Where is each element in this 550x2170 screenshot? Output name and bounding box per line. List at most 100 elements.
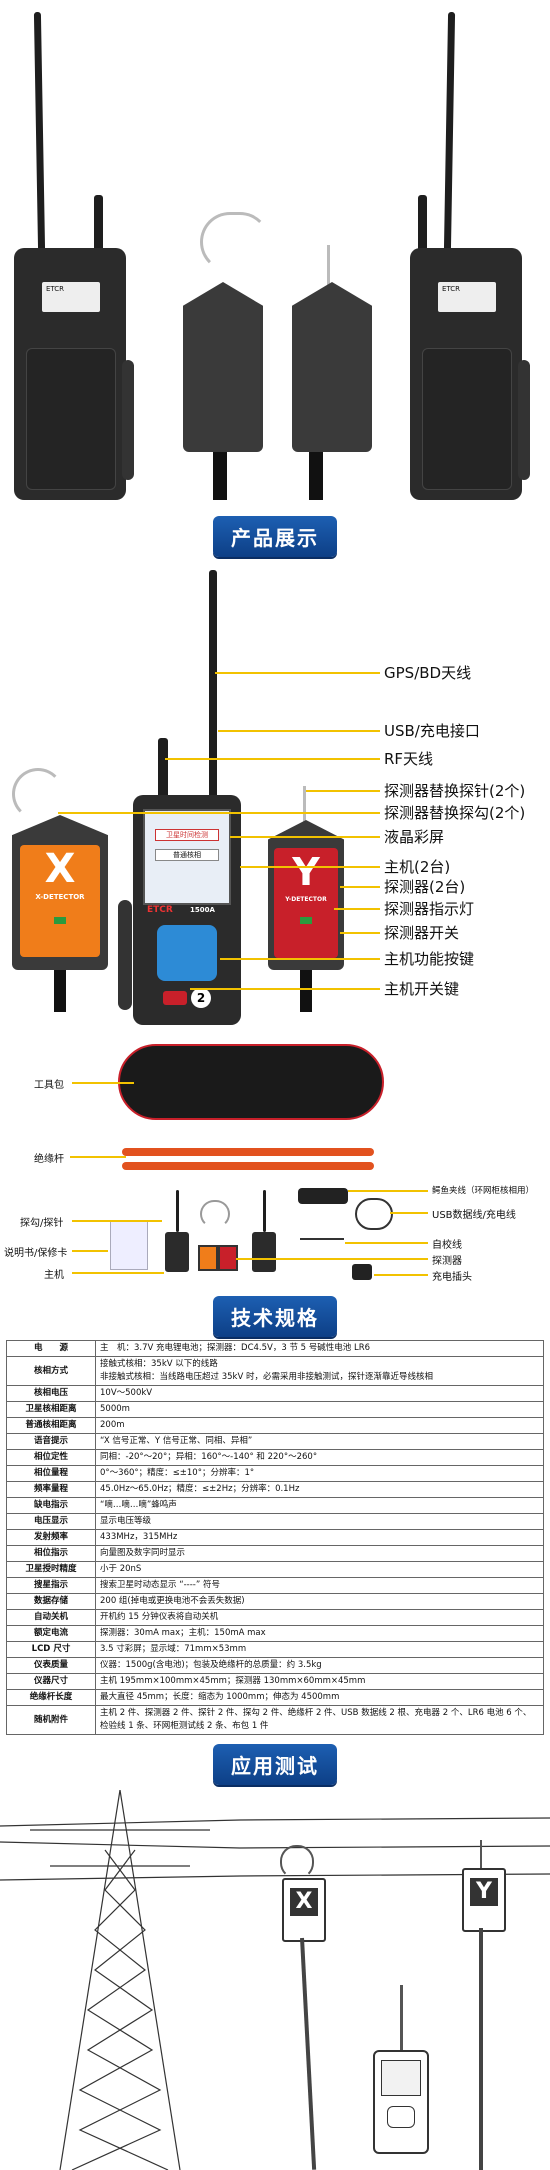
spec-value: 主机 2 件、探测器 2 件、探针 2 件、探勾 2 件、绝缘杆 2 件、USB… (95, 1705, 544, 1735)
insulating-rod (479, 1928, 483, 2170)
spec-value: 开机约 15 分钟仪表将自动关机 (95, 1609, 544, 1626)
leader-line (340, 886, 380, 888)
probe-back-needle (292, 282, 372, 452)
section-title-application: 应用测试 (213, 1744, 337, 1785)
rating-label: ETCR (438, 282, 496, 312)
insulating-rod (300, 1937, 317, 2170)
leader-line (190, 988, 380, 990)
manual-sheet (110, 1220, 148, 1270)
spec-key: 绝缘杆长度 (6, 1689, 96, 1706)
spec-row: 相位定性同相：-20°～20°；异相：160°～-140° 和 220°～260… (6, 1449, 544, 1466)
spec-key: 核相电压 (6, 1385, 96, 1402)
callout-detector: 探测器(2台) (384, 878, 466, 896)
host-device-back-right: ETCR (410, 248, 522, 500)
probe-handle (300, 970, 312, 1012)
usb-cable-icon (355, 1198, 393, 1230)
spec-row: 仪器尺寸主机 195mm×100mm×45mm；探测器 130mm×60mm×4… (6, 1673, 544, 1690)
needle-icon (303, 786, 306, 822)
spec-value: 200m (95, 1417, 544, 1434)
x-probe-face: X X-DETECTOR (20, 845, 100, 957)
callout-function-keys: 主机功能按键 (384, 950, 475, 968)
hook-icon (200, 1200, 230, 1228)
spec-key: 卫星授时精度 (6, 1561, 96, 1578)
spec-value: 同相：-20°～20°；异相：160°～-140° 和 220°～260° (95, 1449, 544, 1466)
wrist-strap (118, 900, 132, 1010)
y-probe: Y Y-DETECTOR (268, 820, 344, 970)
label-host: 主机 (44, 1270, 64, 1281)
spec-key: 语音提示 (6, 1433, 96, 1450)
lcd-screen (381, 2060, 421, 2096)
gps-antenna (263, 1190, 266, 1232)
label-clip: 鳄鱼夹线（环网柜核相用） (432, 1186, 535, 1196)
spec-row: 仪表质量仪器：1500g(含电池)；包装及绝缘杆的总质量：约 3.5kg (6, 1657, 544, 1674)
battery-cover (26, 348, 116, 490)
hook-icon (200, 212, 270, 272)
probe-handle (213, 452, 227, 500)
spec-row: 电压显示显示电压等级 (6, 1513, 544, 1530)
leader-line (334, 908, 380, 910)
spec-key: 搜星指示 (6, 1577, 96, 1594)
section-title-display: 产品展示 (213, 516, 337, 557)
label-hook: 探勾/探针 (20, 1218, 64, 1229)
y-probe-letter: Y (292, 850, 320, 894)
brand-text: ETCR (147, 905, 173, 915)
spec-row: 自动关机开机约 15 分钟仪表将自动关机 (6, 1609, 544, 1626)
host-device-back-left: ETCR (14, 248, 126, 500)
spec-key: 发射频率 (6, 1529, 96, 1546)
spec-row: 语音提示“X 信号正常、Y 信号正常、同相、异相” (6, 1433, 544, 1450)
x-probe: X X-DETECTOR (12, 815, 108, 970)
label-rod: 绝缘杆 (34, 1154, 64, 1165)
probe-handle (309, 452, 323, 500)
y-probe-face: Y Y-DETECTOR (274, 848, 338, 958)
leader-line (215, 672, 380, 674)
callout-power-key: 主机开关键 (384, 980, 460, 998)
leader-line (58, 812, 380, 814)
leader-line (374, 1274, 428, 1276)
leader-line (240, 866, 380, 868)
x-probe-letter: X (290, 1888, 318, 1916)
spec-value: 显示电压等级 (95, 1513, 544, 1530)
battery-cover (422, 348, 512, 490)
spec-table: 电 源主 机：3.7V 充电锂电池；探测器：DC4.5V，3 节 5 号碱性电池… (6, 1340, 544, 1735)
leader-line (348, 1190, 428, 1192)
label-usb: USB数据线/充电线 (432, 1210, 516, 1221)
spec-key: 核相方式 (6, 1356, 96, 1386)
transmission-tower (0, 1790, 240, 2170)
gps-antenna (443, 11, 456, 253)
function-keypad (387, 2106, 415, 2128)
small-host (252, 1232, 276, 1272)
spec-row: 绝缘杆长度最大直径 45mm；长度：缩态为 1000mm；伸态为 4500mm (6, 1689, 544, 1706)
leader-line (72, 1272, 164, 1274)
spec-value: 搜索卫星时动态显示 “----” 符号 (95, 1577, 544, 1594)
spec-value: 0°～360°；精度：≤±10°；分辨率：1° (95, 1465, 544, 1482)
spec-row: 电 源主 机：3.7V 充电锂电池；探测器：DC4.5V，3 节 5 号碱性电池… (6, 1340, 544, 1357)
rating-label: ETCR (42, 282, 100, 312)
spec-key: 电压显示 (6, 1513, 96, 1530)
spec-value: 45.0Hz～65.0Hz；精度：≤±2Hz；分辨率：0.1Hz (95, 1481, 544, 1498)
spec-key: 数据存储 (6, 1593, 96, 1610)
spec-key: 仪器尺寸 (6, 1673, 96, 1690)
label-plug: 充电插头 (432, 1272, 472, 1283)
leader-line (165, 758, 380, 760)
spec-row: 相位指示向量图及数字同时显示 (6, 1545, 544, 1562)
spec-key: 相位指示 (6, 1545, 96, 1562)
model-text: 1500A (189, 906, 215, 914)
gps-antenna (400, 1985, 403, 2055)
leader-line (306, 790, 380, 792)
y-probe-letter: Y (470, 1878, 498, 1906)
function-keypad[interactable] (157, 925, 217, 981)
spec-value: “嘀…嘀…嘀”蜂鸣声 (95, 1497, 544, 1514)
power-button[interactable] (163, 991, 187, 1005)
rating-label-brand: ETCR (442, 285, 461, 293)
spec-value: 200 组(掉电或更换电池不会丢失数据) (95, 1593, 544, 1610)
leader-line (345, 1242, 428, 1244)
callout-usb: USB/充电接口 (384, 722, 480, 740)
host-sketch (373, 2050, 429, 2154)
spec-key: 相位量程 (6, 1465, 96, 1482)
